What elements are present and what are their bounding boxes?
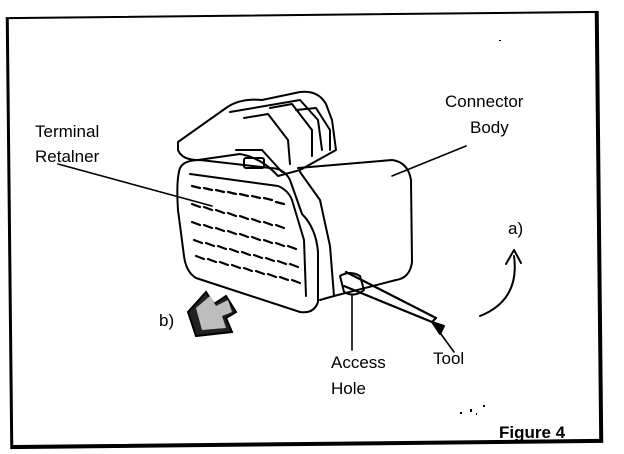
label-hole: Hole bbox=[331, 379, 366, 398]
label-access: Access bbox=[331, 353, 386, 372]
tool bbox=[342, 270, 438, 324]
label-arrow-a: a) bbox=[508, 219, 524, 238]
label-retainer: Retalner bbox=[35, 147, 100, 166]
connector-latch bbox=[177, 90, 337, 177]
label-terminal: Terminal bbox=[35, 122, 100, 141]
label-tool: Tool bbox=[433, 349, 465, 368]
label-connector: Connector bbox=[445, 92, 524, 111]
leader-terminal-retainer bbox=[57, 163, 213, 207]
figure-caption: Figure 4 bbox=[499, 423, 566, 442]
label-arrow-b: b) bbox=[159, 311, 175, 330]
leader-connector-body bbox=[391, 145, 467, 177]
label-body: Body bbox=[470, 118, 509, 137]
tool-arrowhead bbox=[431, 321, 445, 335]
rotation-arrow-a bbox=[479, 255, 516, 317]
terminal-retainer bbox=[176, 159, 319, 314]
scan-specks bbox=[460, 40, 501, 415]
push-arrow-b bbox=[186, 290, 238, 338]
connector-body bbox=[297, 159, 413, 301]
